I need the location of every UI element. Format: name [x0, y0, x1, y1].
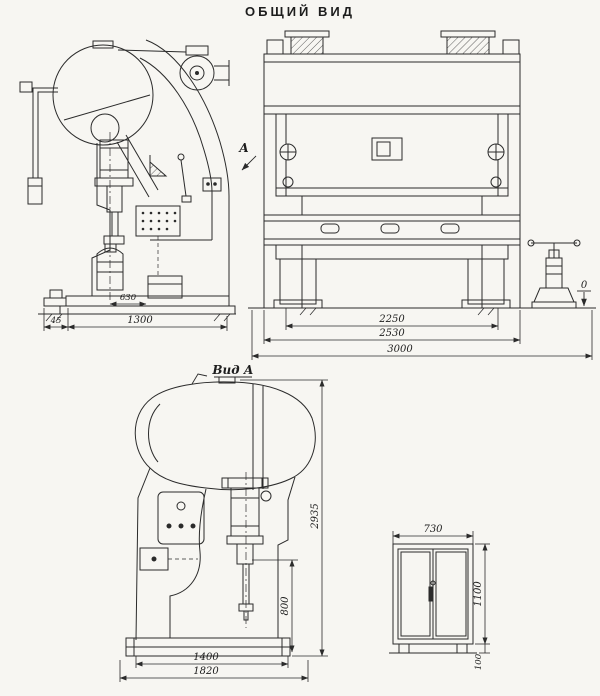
guard-cover — [134, 376, 316, 491]
dim-2530: 2530 — [378, 328, 405, 339]
drawing-title: ОБЩИЙ ВИД — [245, 4, 355, 19]
machine-body — [91, 39, 230, 297]
table-bed — [263, 214, 521, 260]
panel-buttons — [141, 211, 177, 231]
view-a: Вид А — [119, 363, 328, 682]
dim-1300: 1300 — [127, 315, 153, 326]
ground-label: 0 — [581, 280, 588, 291]
dim-45: 45 — [50, 316, 62, 326]
hand-lever — [177, 153, 192, 203]
weld-flag-icon — [191, 373, 208, 385]
pipe-assembly — [19, 81, 58, 205]
side-view: 45 1300 630 — [19, 39, 236, 331]
machine-base — [38, 289, 236, 322]
dim-730: 730 — [423, 524, 443, 535]
junction-box — [202, 177, 222, 192]
section-arrow-a: А — [238, 141, 257, 171]
section-label: А — [238, 141, 249, 155]
lower-box — [147, 236, 183, 299]
ram-beam — [275, 113, 509, 197]
cabinet-dimensions: 730 1100 100 — [392, 524, 490, 670]
front-view-dimensions: 2250 2530 3000 — [251, 308, 593, 360]
ground-zero-mark: 0 — [577, 280, 591, 307]
control-panel — [135, 205, 181, 237]
view-a-dimensions: 800 2935 1400 1820 — [119, 379, 328, 682]
angle-gauge — [149, 155, 168, 177]
side-panel — [157, 491, 205, 545]
dim-2935: 2935 — [310, 503, 321, 529]
machine-body-a — [135, 467, 296, 641]
ram-assembly — [94, 132, 134, 300]
view-a-label: Вид А — [211, 363, 253, 377]
dim-3000: 3000 — [387, 344, 413, 355]
screw-jack — [527, 239, 581, 309]
flywheel-guard — [52, 40, 187, 198]
cabinet-body — [389, 543, 477, 654]
pulley — [179, 45, 230, 91]
dim-1820: 1820 — [193, 666, 219, 677]
ram-assembly-a — [221, 472, 272, 628]
legs — [248, 258, 596, 316]
dim-2250: 2250 — [378, 314, 405, 325]
side-view-dimensions: 45 1300 630 — [43, 293, 228, 331]
dim-1100: 1100 — [473, 581, 484, 607]
top-mounts — [266, 30, 520, 55]
cabinet-view: 730 1100 100 — [389, 524, 490, 670]
view-a-label-group: Вид А — [191, 363, 254, 385]
small-box — [139, 547, 198, 571]
dim-1400: 1400 — [193, 652, 219, 663]
base-a — [125, 637, 291, 657]
dim-100: 100 — [474, 653, 484, 670]
cabinet-handle — [428, 586, 434, 602]
dim-800: 800 — [280, 596, 291, 616]
dim-630: 630 — [120, 293, 137, 303]
front-view: А 0 2250 2530 — [238, 30, 596, 360]
